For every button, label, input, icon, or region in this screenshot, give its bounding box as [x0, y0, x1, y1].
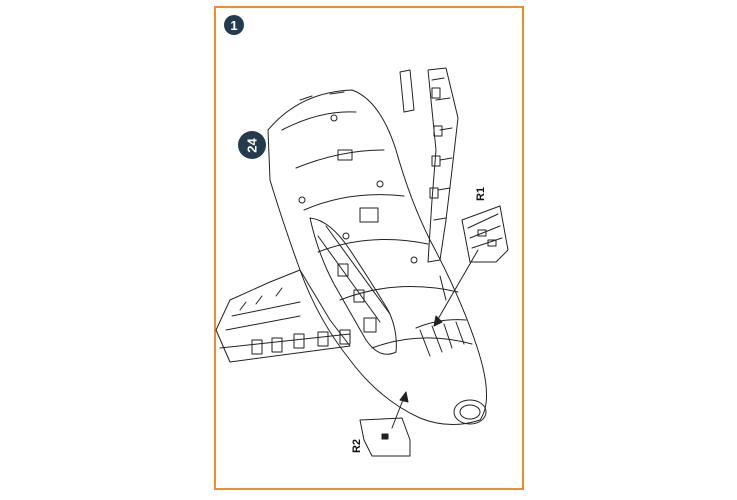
r2-pointer-arrowhead — [399, 391, 409, 403]
part-label-r1-text: R1 — [475, 186, 488, 202]
part-label-r1: R1 — [474, 186, 488, 202]
substep-number-badge: 24 — [238, 131, 266, 159]
fuselage-outline — [267, 89, 488, 425]
step-number: 1 — [230, 17, 238, 33]
part-label-r2: R2 — [350, 438, 364, 454]
step-number-badge: 1 — [224, 15, 244, 35]
left-wing-outline — [215, 269, 351, 363]
part-r1-panel — [461, 205, 509, 263]
r1-pointer-arrow — [433, 249, 479, 327]
r1-pointer-arrowhead — [433, 315, 443, 327]
part-r2-panel — [359, 417, 411, 457]
right-wing-outline — [399, 67, 459, 263]
part-label-r2-text: R2 — [351, 438, 364, 454]
